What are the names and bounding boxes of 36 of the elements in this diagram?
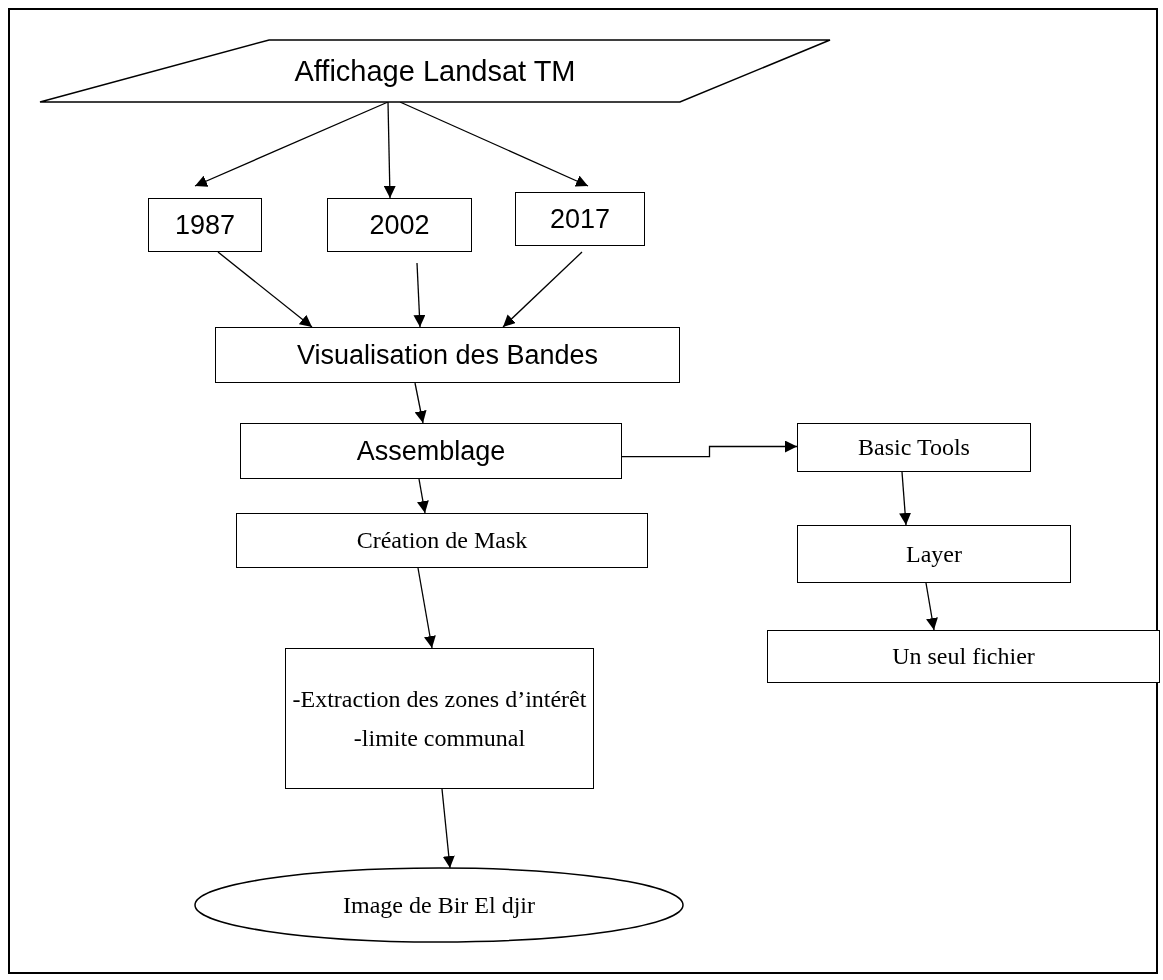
process-box — [327, 198, 472, 252]
process-box — [515, 192, 645, 246]
result-ellipse — [195, 868, 683, 942]
process-box — [797, 525, 1071, 583]
process-box — [215, 327, 680, 383]
node-text: -Extraction des zones d’intérêt — [292, 684, 587, 714]
arrow — [621, 440, 798, 458]
node-text: Layer — [906, 539, 962, 569]
process-box — [767, 630, 1160, 683]
node-text: 1987 — [174, 208, 236, 242]
arrow — [413, 262, 426, 328]
arrow — [417, 567, 436, 649]
node-text: Création de Mask — [356, 526, 528, 555]
node-text: Un seul fichier — [892, 642, 1035, 671]
node-text: Image de Bir El djir — [343, 890, 535, 920]
arrow — [417, 478, 429, 514]
arrow — [383, 101, 396, 199]
node-text: Assemblage — [356, 434, 506, 468]
process-box — [236, 513, 648, 568]
input-parallelogram — [40, 40, 830, 102]
arrow — [414, 382, 427, 424]
node-text: -limite communal — [353, 723, 526, 753]
node-text: Affichage Landsat TM — [294, 53, 576, 89]
node-text: 2017 — [549, 202, 611, 236]
process-box — [240, 423, 622, 479]
process-box — [285, 648, 594, 789]
node-text: Basic Tools — [858, 433, 970, 462]
arrow — [217, 251, 313, 328]
node-text: Visualisation des Bandes — [296, 338, 599, 372]
arrow — [502, 251, 583, 328]
arrow — [925, 582, 938, 631]
arrow — [441, 788, 455, 869]
process-box — [797, 423, 1031, 472]
arrow — [899, 471, 912, 526]
node-text: 2002 — [369, 208, 430, 242]
process-box — [148, 198, 262, 252]
